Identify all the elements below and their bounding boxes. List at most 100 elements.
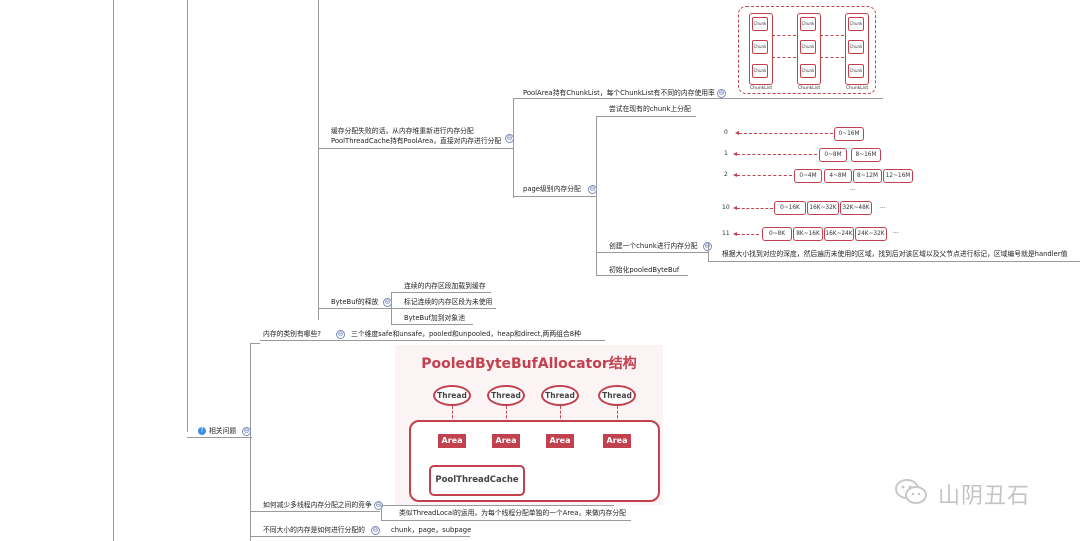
- chunklist-label-3: ChunkList: [846, 86, 869, 91]
- buddy-2-0: 0~4M: [794, 169, 822, 183]
- init-pooled: 初始化pooledByteBuf: [609, 266, 680, 274]
- under-cache: [330, 148, 513, 149]
- buddy-10-2: 32K~48K: [840, 201, 872, 215]
- chunk-3-2: Chunk: [848, 40, 864, 54]
- chunklist-box-1: [749, 13, 773, 85]
- chunklist-label-2: ChunkList: [798, 86, 821, 91]
- under-tryexisting: [596, 116, 696, 117]
- connector-250: [250, 343, 260, 344]
- under-memtype: [260, 340, 605, 341]
- chunklist-link-2: [772, 57, 796, 58]
- area-node-4: Area: [603, 434, 631, 448]
- level-label-11: 11: [722, 230, 730, 237]
- chunklist-link-4: [820, 57, 844, 58]
- reduce-contention-question: 如何减少多线程内存分配之间的竞争: [263, 501, 372, 509]
- under-release-0: [391, 292, 491, 293]
- area-node-3: Area: [546, 434, 574, 448]
- diff-size-answer: chunk，page，subpage: [391, 526, 472, 534]
- area-node-1: Area: [438, 434, 466, 448]
- wechat-icon: [894, 478, 928, 506]
- under-reduce-a: [381, 520, 631, 521]
- branch-line-708: [708, 242, 709, 262]
- buddy-11-1: 8K~16K: [793, 227, 823, 241]
- collapse-toggle-createchunk[interactable]: ⊖: [703, 242, 712, 251]
- related-questions: 相关问题: [209, 427, 237, 435]
- cache-fail-line2: PoolThreadCache持有PoolArea，直接对内存进行分配: [331, 137, 502, 145]
- release-item-0: 连续的内存区段加载到缓存: [404, 282, 486, 290]
- chunklist-box-2: [797, 13, 821, 85]
- buddy-0-0: 0~16M: [834, 127, 864, 141]
- cache-fail-line1: 缓存分配失败的话，从内存堆重新进行内存分配: [331, 127, 474, 135]
- thread-arrow-4: [617, 406, 618, 432]
- level-label-2: 2: [724, 171, 728, 178]
- chunklist-box-3: [845, 13, 869, 85]
- area-node-2: Area: [492, 434, 520, 448]
- page-level-alloc: page级别内存分配: [523, 185, 581, 193]
- thread-node-2: Thread: [487, 385, 525, 406]
- connector-related: [187, 437, 197, 438]
- level-label-1: 1: [724, 150, 728, 157]
- branch-line-513: [513, 98, 514, 198]
- buddy-11-3: 24K~32K: [855, 227, 887, 241]
- under-diffsize: [250, 536, 470, 537]
- chunk-depth-desc: 根据大小找到对应的深度，然后遍历未使用的区域，找到后对该区域以及父节点进行标记，…: [722, 250, 1068, 258]
- collapse-toggle-memtypes[interactable]: ⊖: [336, 330, 345, 339]
- chunk-1-1: Chunk: [752, 17, 768, 31]
- buddy-10-0: 0~16K: [774, 201, 806, 215]
- under-initpooled: [596, 275, 688, 276]
- under-chunkdepth: [708, 261, 1080, 262]
- chunk-1-3: Chunk: [752, 64, 768, 78]
- try-existing-chunk: 尝试在现有的chunk上分配: [609, 105, 691, 113]
- reduce-contention-answer: 类似ThreadLocal的运用，为每个线程分配单独的一个Area，来做内存分配: [399, 509, 626, 517]
- buddy-10-1: 16K~32K: [807, 201, 839, 215]
- under-createchunk: [596, 252, 708, 253]
- collapse-toggle-diffsize[interactable]: ⊖: [371, 526, 380, 535]
- conn-cache: [318, 148, 330, 149]
- level-arrow-10: [733, 206, 773, 210]
- under-reduce-q: [250, 511, 380, 512]
- branch-line-381: [381, 505, 382, 521]
- thread-node-4: Thread: [598, 385, 636, 406]
- chunklist-link-3: [820, 35, 844, 36]
- thread-node-1: Thread: [433, 385, 471, 406]
- level-label-10: 10: [722, 204, 730, 211]
- thread-arrow-2: [506, 406, 507, 432]
- thread-arrow-1: [452, 406, 453, 432]
- buddy-11-0: 0~8K: [762, 227, 792, 241]
- diff-size-question: 不同大小的内存是如何进行分配的: [263, 526, 365, 534]
- under-related: [197, 437, 252, 438]
- collapse-toggle-poolarea[interactable]: ⊖: [717, 89, 726, 98]
- chunk-2-3: Chunk: [800, 64, 816, 78]
- bytebuf-release: ByteBuf的释放: [331, 298, 379, 306]
- buddy-ellipsis-10: ...: [880, 203, 886, 210]
- collapse-toggle-related[interactable]: ⊖: [242, 427, 251, 436]
- branch-line-596: [596, 116, 597, 275]
- chunk-3-1: Chunk: [848, 17, 864, 31]
- allocator-title: PooledByteBufAllocator结构: [421, 356, 637, 372]
- level-arrow-11: [733, 232, 759, 236]
- under-release-2: [391, 324, 473, 325]
- branch-line-250: [250, 343, 251, 541]
- thread-node-3: Thread: [541, 385, 579, 406]
- branch-line-318: [318, 0, 319, 320]
- buddy-2-2: 8~12M: [853, 169, 882, 183]
- chunk-2-2: Chunk: [800, 40, 816, 54]
- buddy-11-2: 16K~24K: [824, 227, 854, 241]
- pool-area-chunklist: PoolArea持有ChunkList，每个ChunkList有不同的内存使用率: [523, 89, 715, 97]
- buddy-2-3: 12~16M: [883, 169, 913, 183]
- level-arrow-1: [733, 152, 817, 156]
- buddy-2-1: 4~8M: [824, 169, 852, 183]
- chunklist-label-1: ChunkList: [750, 86, 773, 91]
- chunk-3-3: Chunk: [848, 64, 864, 78]
- memory-types-question: 内存的类别有哪些?: [263, 330, 321, 338]
- release-item-1: 标记连续的内存区段为未使用: [404, 298, 493, 306]
- trunk-line-left: [113, 0, 114, 541]
- under-release: [318, 308, 391, 309]
- under-poolarea: [513, 98, 883, 99]
- create-chunk: 创建一个chunk进行内存分配: [609, 242, 698, 250]
- chunk-1-2: Chunk: [752, 40, 768, 54]
- buddy-ellipsis-mid: ...: [850, 185, 856, 192]
- thread-arrow-3: [560, 406, 561, 432]
- buddy-1-0: 0~8M: [819, 148, 847, 162]
- level-label-0: 0: [724, 129, 728, 136]
